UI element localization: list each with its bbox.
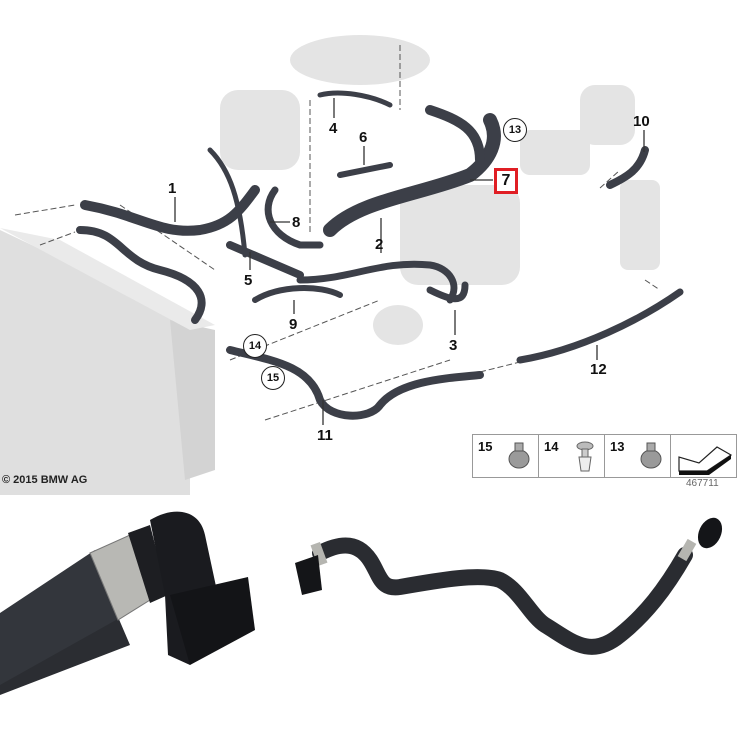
callout-6: 6 bbox=[359, 129, 368, 146]
callout-13-circled: 13 bbox=[503, 118, 527, 142]
callout-3: 3 bbox=[449, 337, 458, 354]
hose-connector-closeup-photo bbox=[0, 511, 255, 695]
arrow-direction-icon bbox=[677, 441, 733, 475]
callout-9: 9 bbox=[289, 316, 298, 333]
callout-14-circled: 14 bbox=[243, 334, 267, 358]
diagram-illustration bbox=[0, 35, 684, 495]
legend-item-13: 13 bbox=[605, 435, 671, 477]
callout-5: 5 bbox=[244, 272, 253, 289]
coolant-hose-full-photo bbox=[295, 517, 723, 655]
copyright-text: © 2015 BMW AG bbox=[2, 474, 88, 486]
callout-11: 11 bbox=[317, 427, 333, 444]
product-photos bbox=[0, 495, 738, 738]
hose-photos bbox=[0, 511, 723, 695]
legend-item-15: 15 bbox=[473, 435, 539, 477]
callout-15-circled: 15 bbox=[261, 366, 285, 390]
engine-components bbox=[220, 35, 660, 345]
diagram-id: 467711 bbox=[686, 478, 719, 489]
callout-1: 1 bbox=[168, 180, 177, 197]
callout-7-highlighted[interactable]: 7 bbox=[494, 168, 518, 194]
legend-item-arrow bbox=[671, 435, 736, 477]
parts-diagram: 1 2 3 4 5 6 7 8 9 10 11 12 13 14 15 © 20… bbox=[0, 35, 737, 495]
callout-4: 4 bbox=[329, 120, 338, 137]
hoses bbox=[76, 90, 684, 420]
hose-clamp-icon bbox=[639, 441, 663, 471]
callout-leaders bbox=[174, 98, 645, 425]
legend-number: 13 bbox=[610, 439, 625, 454]
legend-number: 15 bbox=[478, 439, 493, 454]
parts-legend: 15 14 13 bbox=[472, 434, 737, 478]
callout-2: 2 bbox=[375, 236, 384, 253]
hose-clamp-icon bbox=[507, 441, 531, 471]
radiator-shape bbox=[0, 228, 215, 495]
callout-12: 12 bbox=[590, 361, 607, 378]
callout-10: 10 bbox=[633, 113, 650, 130]
push-rivet-icon bbox=[573, 441, 597, 473]
legend-number: 14 bbox=[544, 439, 559, 454]
callout-8: 8 bbox=[292, 214, 301, 231]
legend-item-14: 14 bbox=[539, 435, 605, 477]
